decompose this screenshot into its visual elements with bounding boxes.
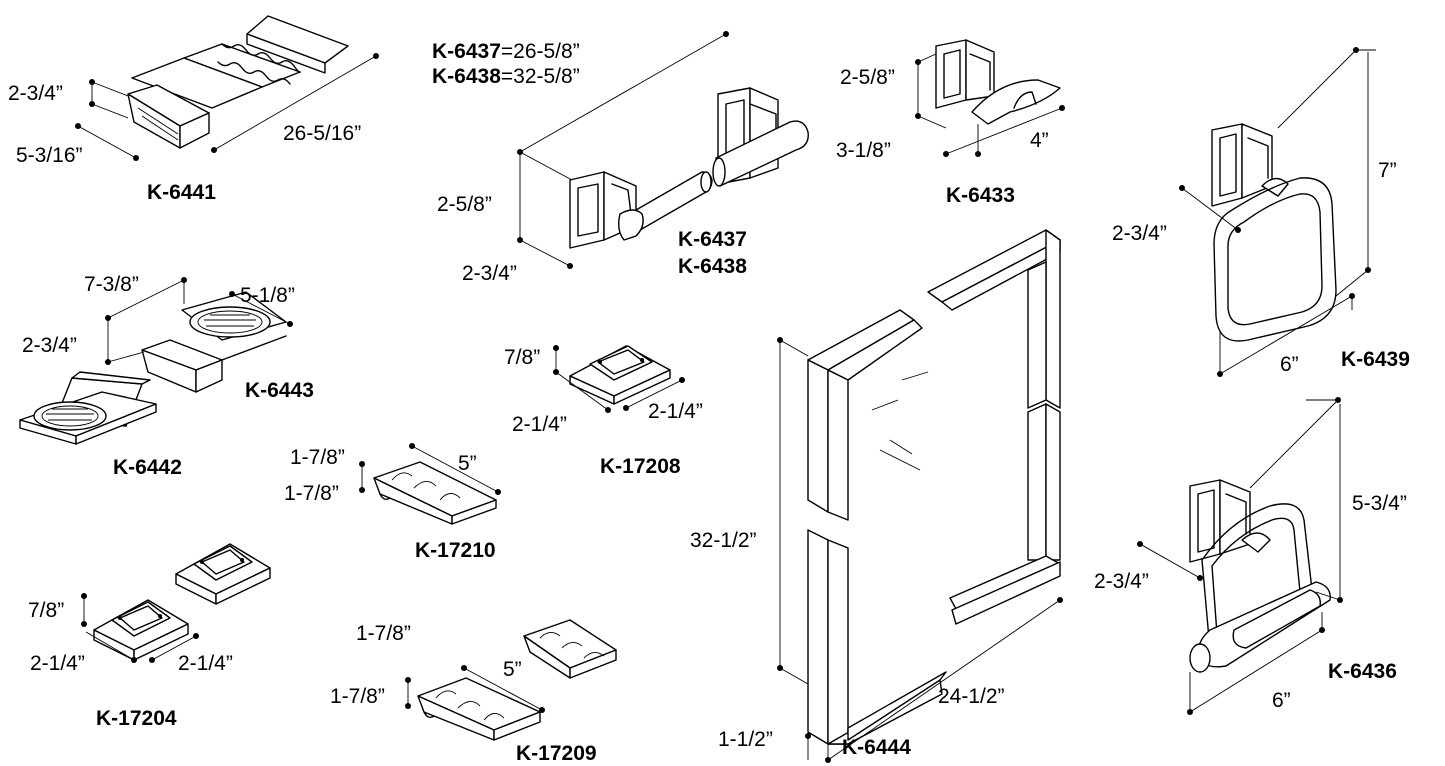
- k17209-height-label: 1-7/8”: [330, 685, 385, 708]
- k6443-soap-dish: [141, 291, 287, 393]
- k6436-tissue-holder: [1189, 479, 1331, 673]
- k6443-code: K-6443: [245, 379, 314, 402]
- k6439-towel-ring: [1211, 123, 1337, 342]
- k17204-depth-label: 2-1/4”: [30, 652, 85, 675]
- k17208-cup-holder: [569, 345, 671, 405]
- k6433-width-label: 4”: [1030, 129, 1049, 152]
- k17210-length-label: 5”: [458, 452, 477, 475]
- k6441-code: K-6441: [147, 181, 216, 204]
- k6436-width-label: 6”: [1272, 689, 1291, 712]
- k17209-tray-front: [417, 677, 541, 741]
- k6444-width-label: 24-1/2”: [938, 685, 1005, 708]
- k6439-depth-label: 2-3/4”: [1112, 222, 1167, 245]
- k6437-towel-bar: [569, 87, 809, 249]
- k6441-depth-label: 5-3/16”: [16, 144, 83, 167]
- k6444-mirror: [807, 229, 1061, 745]
- k6441-height-label: 2-3/4”: [8, 82, 63, 105]
- k6437-dimensions: [517, 31, 729, 269]
- k17209-dimensions: [405, 665, 545, 713]
- k6444-height-label: 32-1/2”: [690, 529, 757, 552]
- k6433-height-label: 2-5/8”: [840, 66, 895, 89]
- k6436-dimensions: [1137, 397, 1343, 715]
- k17208-dimensions: [553, 345, 685, 413]
- k6433-dimensions: [915, 53, 1065, 157]
- k17210-dimensions: [359, 443, 501, 495]
- k6441-shelf: [127, 15, 349, 149]
- k17209-depth-label: 1-7/8”: [356, 622, 411, 645]
- k6439-dimensions: [1179, 47, 1376, 377]
- k17208-width-label: 2-1/4”: [648, 400, 703, 423]
- k6439-code: K-6439: [1341, 348, 1410, 371]
- k6443-dimensions: [105, 277, 293, 365]
- k17208-code: K-17208: [600, 455, 681, 478]
- k6437-length-line: K-6437=26-5/8”: [432, 40, 580, 63]
- k6436-height-label: 5-3/4”: [1352, 492, 1407, 515]
- k17204-height-label: 7/8”: [28, 599, 64, 622]
- k17204-cup-holder-back: [175, 543, 271, 605]
- k6441-length-label: 26-5/16”: [283, 122, 361, 145]
- k17204-dimensions: [81, 593, 199, 663]
- k6442-code: K-6442: [113, 456, 182, 479]
- k6433-code: K-6433: [946, 184, 1015, 207]
- k6443-depth-label: 5-1/8”: [240, 284, 295, 307]
- k17210-height-label: 1-7/8”: [284, 482, 339, 505]
- k6444-depth-label: 1-1/2”: [718, 728, 773, 751]
- k17204-code: K-17204: [96, 707, 177, 730]
- k6444-dimensions: [777, 337, 1063, 763]
- k17209-code: K-17209: [516, 742, 597, 765]
- k17210-depth-label: 1-7/8”: [290, 446, 345, 469]
- k17210-code: K-17210: [415, 539, 496, 562]
- k17210-tray: [373, 461, 497, 525]
- k6436-code: K-6436: [1328, 660, 1397, 683]
- k6443-width-label: 7-3/8”: [84, 273, 139, 296]
- k6444-code: K-6444: [842, 736, 911, 759]
- k6433-robe-hook: [935, 39, 1061, 125]
- k6437-height-label: 2-5/8”: [437, 193, 492, 216]
- k17204-width-label: 2-1/4”: [178, 652, 233, 675]
- k6443-height-label: 2-3/4”: [22, 334, 77, 357]
- k6438-length-line: K-6438=32-5/8”: [432, 65, 580, 88]
- k6436-depth-label: 2-3/4”: [1094, 570, 1149, 593]
- k6439-height-label: 7”: [1378, 159, 1397, 182]
- k6441-dimensions: [75, 53, 379, 161]
- k6442-soap-dish: [19, 371, 157, 445]
- k6437-depth-label: 2-3/4”: [462, 262, 517, 285]
- k17204-cup-holder-front: [93, 599, 189, 661]
- k6433-depth-label: 3-1/8”: [836, 139, 891, 162]
- k17209-length-label: 5”: [503, 658, 522, 681]
- k17209-tray-back: [523, 619, 617, 679]
- k17208-depth-label: 2-1/4”: [512, 413, 567, 436]
- k6438-code: K-6438: [678, 255, 747, 278]
- k6439-width-label: 6”: [1280, 353, 1299, 376]
- k17208-height-label: 7/8”: [504, 346, 540, 369]
- k6437-code: K-6437: [678, 228, 747, 251]
